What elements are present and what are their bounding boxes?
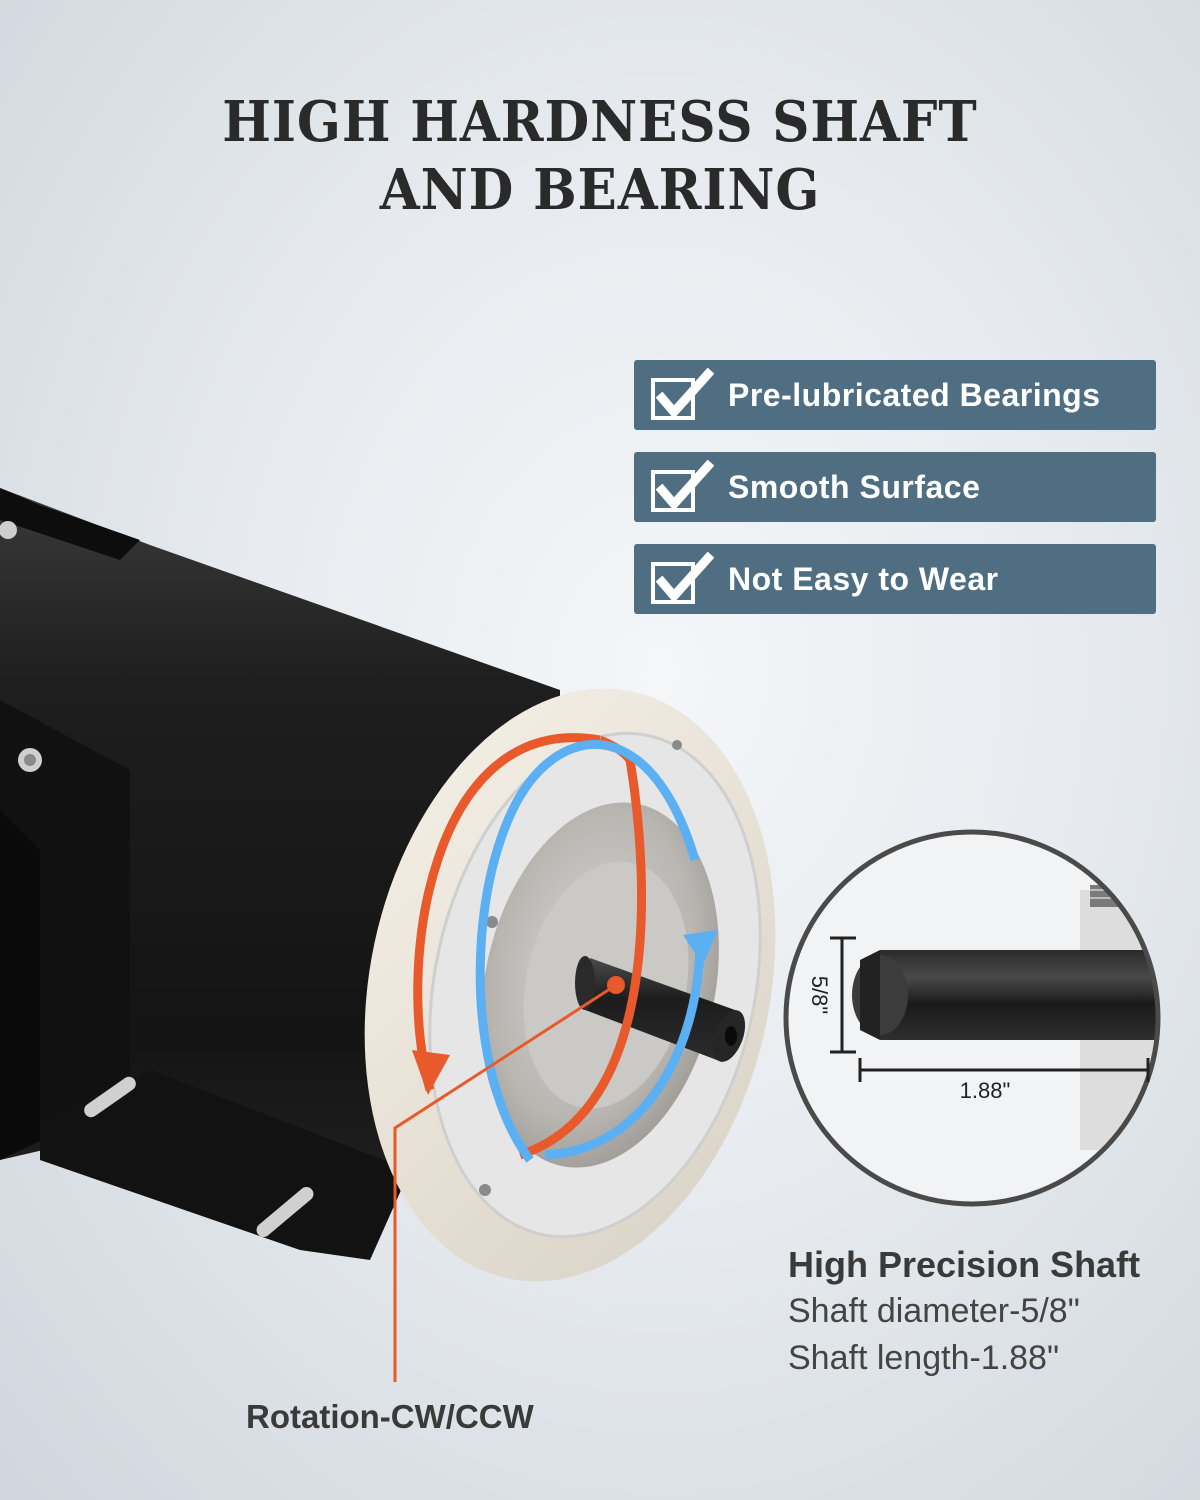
page-title: HIGH HARDNESS SHAFT AND BEARING (48, 88, 1152, 224)
shaft-info: High Precision Shaft Shaft diameter-5/8"… (788, 1242, 1140, 1382)
rotation-label: Rotation-CW/CCW (246, 1398, 534, 1435)
shaft-diameter-text: Shaft diameter-5/8" (788, 1292, 1080, 1330)
feature-badge-not-easy-to-wear: Not Easy to Wear (634, 544, 1156, 614)
ccw-arrow-right (544, 939, 705, 1160)
rotation-callout (393, 976, 625, 1382)
shaft-detail-zoom: 5/8" 1.88" (783, 829, 1161, 1207)
feature-label: Smooth Surface (728, 468, 981, 505)
title-line-2: AND BEARING (379, 157, 821, 223)
mounting-base (40, 1070, 410, 1260)
checkbox-checked-icon (651, 552, 714, 604)
cw-arrow-left (413, 733, 601, 1092)
cw-arrow-head (412, 1050, 450, 1095)
feature-badge-pre-lubricated: Pre-lubricated Bearings (634, 360, 1156, 430)
feature-label: Not Easy to Wear (728, 560, 999, 597)
length-dimension-label: 1.88" (960, 1078, 1011, 1103)
ccw-arrow-left (475, 766, 544, 1163)
cw-arrow-right (518, 759, 647, 1160)
shaft-length-text: Shaft length-1.88" (788, 1339, 1060, 1377)
title-line-1: HIGH HARDNESS SHAFT (222, 89, 978, 155)
rotation-arrows (412, 733, 718, 1163)
shaft-heading: High Precision Shaft (788, 1244, 1141, 1285)
checkbox-checked-icon (651, 460, 714, 512)
feature-badge-smooth-surface: Smooth Surface (634, 452, 1156, 522)
feature-label: Pre-lubricated Bearings (728, 376, 1101, 413)
diameter-dimension-label: 5/8" (807, 976, 832, 1014)
checkbox-checked-icon (651, 368, 714, 420)
ccw-arrow-head (683, 930, 718, 965)
